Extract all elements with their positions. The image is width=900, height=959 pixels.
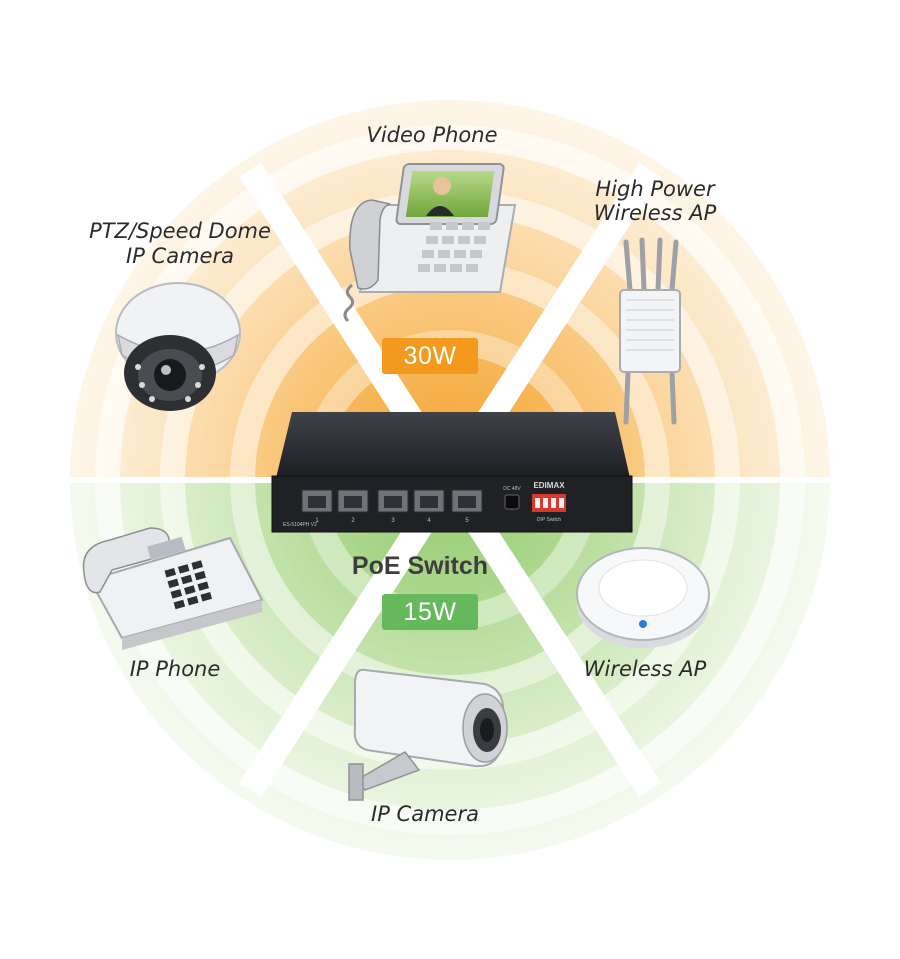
ptz-camera-label-line1: PTZ/Speed Dome — [89, 219, 271, 243]
switch-brand-label: EDIMAX — [533, 481, 565, 490]
high-power-ap-icon — [619, 237, 681, 425]
power-badge-30w: 30W — [382, 338, 478, 374]
ptz-camera-label-line2: IP Camera — [126, 244, 234, 268]
ip-phone-label: IP Phone — [129, 657, 221, 681]
switch-port-label: 2 — [351, 518, 355, 524]
video-phone-icon — [343, 163, 517, 323]
poe-switch-device-icon — [271, 412, 633, 533]
switch-model-label: ES-5104PH V2 — [283, 522, 317, 528]
power-badge-15w: 15W — [382, 594, 478, 630]
switch-port-label: 5 — [465, 518, 469, 524]
ip-camera-label: IP Camera — [371, 802, 479, 826]
ptz-dome-camera-icon — [115, 282, 241, 411]
switch-dc-label: DC 48V — [503, 486, 521, 492]
high-power-ap-label-line1: High Power — [595, 177, 715, 201]
switch-port-label: 3 — [391, 518, 395, 524]
wireless-ap-label: Wireless AP — [583, 657, 707, 681]
poe-switch-title: PoE Switch — [351, 552, 489, 580]
switch-port-label: 4 — [427, 518, 431, 524]
video-phone-label: Video Phone — [366, 123, 498, 147]
high-power-ap-label-line2: Wireless AP — [593, 201, 717, 225]
ip-camera-icon — [348, 668, 508, 801]
switch-dip-label: DIP Switch — [537, 517, 562, 523]
ip-phone-icon — [82, 527, 264, 650]
wireless-ap-icon — [576, 547, 710, 648]
switch-port-label: 1 — [315, 518, 319, 524]
